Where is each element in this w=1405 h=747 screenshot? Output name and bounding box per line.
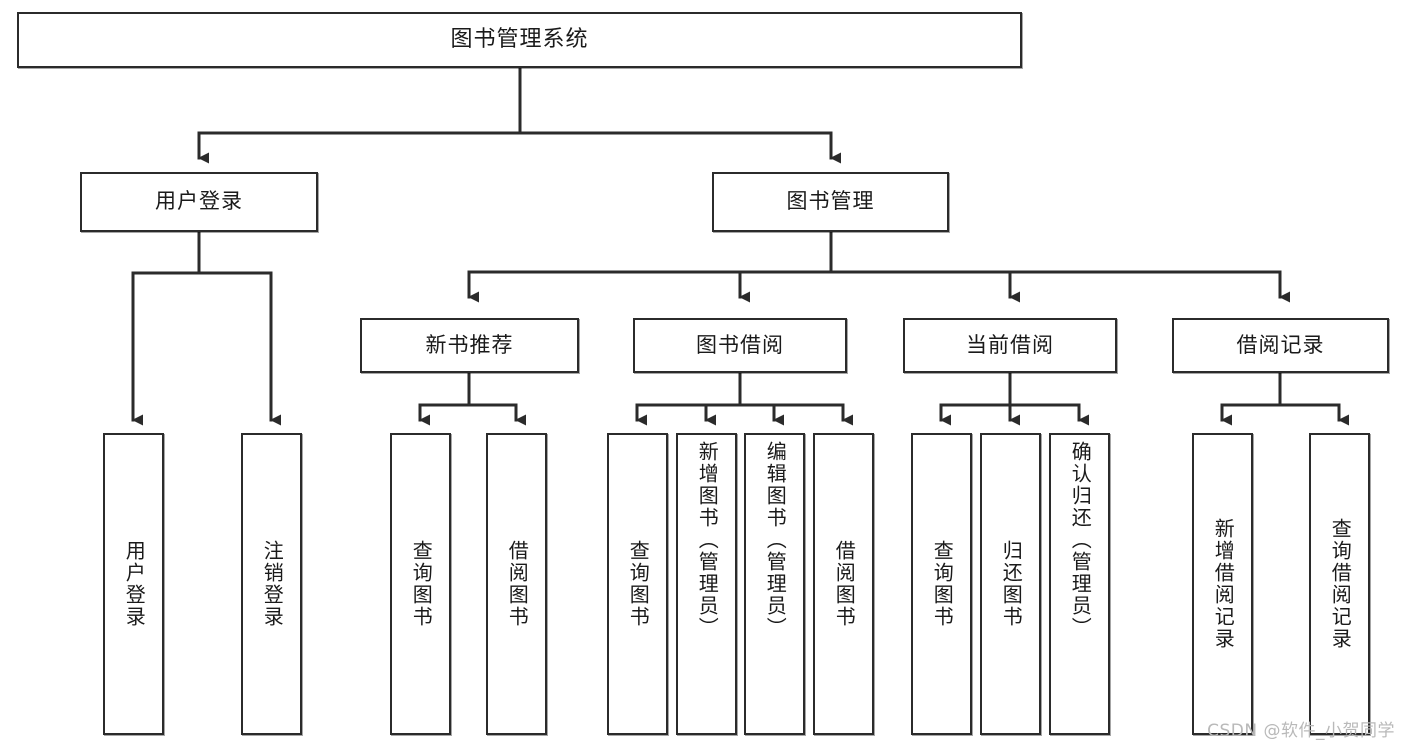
leaf-confirm-return-admin[interactable]: 确认归还（管理员） [1049,433,1110,735]
node-label: 图书管理系统 [450,26,589,52]
node-book-management[interactable]: 图书管理 [712,172,949,232]
node-label: 借阅图书 [505,540,530,628]
node-label: 注销登录 [260,540,285,628]
node-label: 新增借阅记录 [1211,518,1236,650]
leaf-add-borrow-record[interactable]: 新增借阅记录 [1192,433,1253,735]
leaf-query-borrow-record[interactable]: 查询借阅记录 [1309,433,1370,735]
leaf-user-login[interactable]: 用户登录 [103,433,164,735]
leaf-borrow-book[interactable]: 借阅图书 [813,433,874,735]
node-label: 图书借阅 [696,332,784,357]
leaf-return-book[interactable]: 归还图书 [980,433,1041,735]
node-label: 查询图书 [626,540,651,628]
node-label: 确认归还（管理员） [1068,441,1093,639]
node-new-book-recommend[interactable]: 新书推荐 [360,318,579,373]
node-root-book-management-system[interactable]: 图书管理系统 [17,12,1022,68]
node-label: 图书管理 [786,189,875,214]
node-label: 借阅记录 [1236,332,1325,357]
node-label: 用户登录 [155,189,243,214]
node-label: 查询图书 [930,540,955,628]
node-label: 查询图书 [409,540,434,628]
node-label: 查询借阅记录 [1328,518,1353,650]
node-label: 新增图书（管理员） [695,441,720,639]
node-label: 归还图书 [999,540,1024,628]
leaf-borrow-book-new-recommend[interactable]: 借阅图书 [486,433,547,735]
node-label: 用户登录 [122,540,147,628]
node-current-borrow[interactable]: 当前借阅 [903,318,1117,373]
leaf-query-book-current[interactable]: 查询图书 [911,433,972,735]
node-label: 新书推荐 [425,332,514,357]
leaf-edit-book-admin[interactable]: 编辑图书（管理员） [744,433,805,735]
leaf-logout-login[interactable]: 注销登录 [241,433,302,735]
node-label: 编辑图书（管理员） [763,441,788,639]
node-label: 借阅图书 [832,540,857,628]
leaf-add-book-admin[interactable]: 新增图书（管理员） [676,433,737,735]
node-borrow-record[interactable]: 借阅记录 [1172,318,1389,373]
node-label: 当前借阅 [966,332,1054,357]
leaf-query-book-borrow[interactable]: 查询图书 [607,433,668,735]
node-book-borrow[interactable]: 图书借阅 [633,318,847,373]
node-user-login[interactable]: 用户登录 [80,172,318,232]
leaf-query-book-new-recommend[interactable]: 查询图书 [390,433,451,735]
